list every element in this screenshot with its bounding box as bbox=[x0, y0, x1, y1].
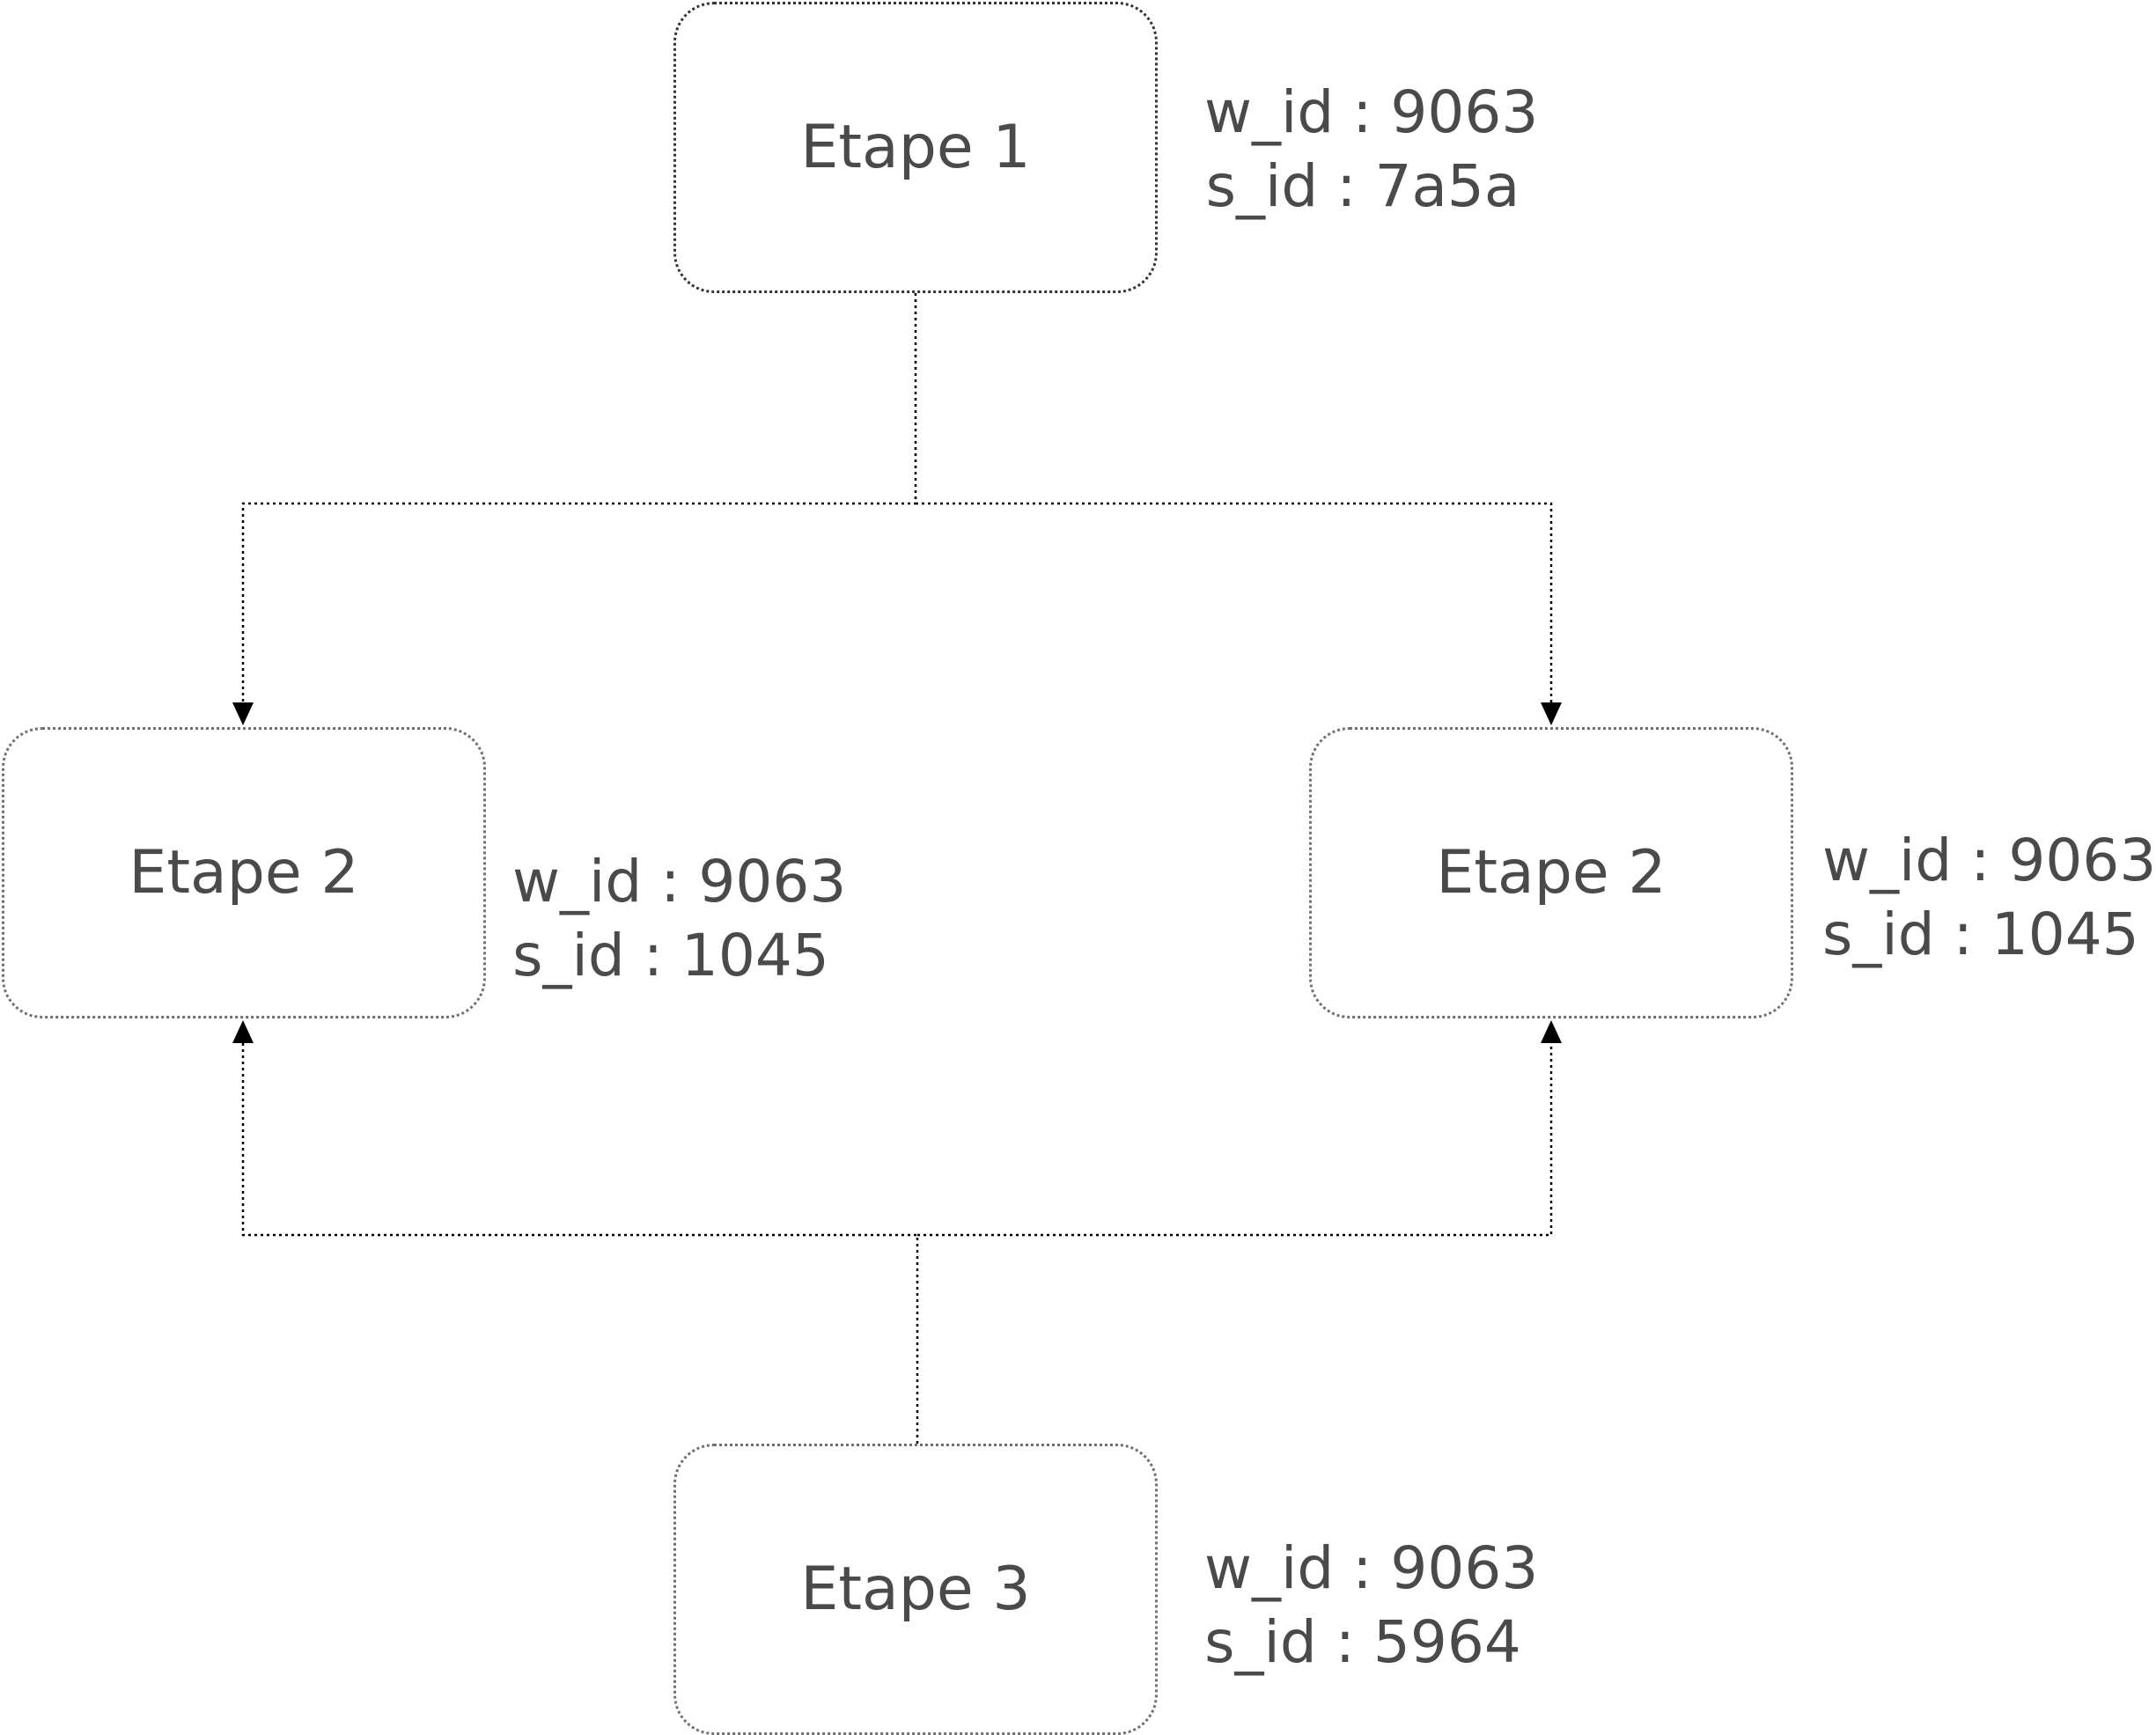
edge-step1-to-step2-right bbox=[916, 502, 1553, 722]
arrowhead-step2-right-top bbox=[1541, 702, 1562, 725]
node-step2-left-label: Etape 2 bbox=[129, 838, 359, 908]
node-step2-right-s-id: s_id : 1045 bbox=[1822, 901, 2139, 968]
arrowhead-step2-left-bottom bbox=[232, 1020, 254, 1043]
node-step2-left[interactable]: Etape 2 bbox=[2, 727, 486, 1018]
node-step3-w-id: w_id : 9063 bbox=[1204, 1534, 1539, 1602]
node-step3-meta: w_id : 9063 s_id : 5964 bbox=[1204, 1532, 1539, 1680]
arrowhead-step2-right-bottom bbox=[1541, 1020, 1562, 1043]
node-step2-left-meta: w_id : 9063 s_id : 1045 bbox=[512, 845, 847, 993]
node-step3-s-id: s_id : 5964 bbox=[1204, 1608, 1521, 1676]
edge-step1-to-step2-left bbox=[241, 293, 917, 722]
edge-step3-to-step2-left bbox=[241, 1024, 919, 1444]
node-step3-label: Etape 3 bbox=[800, 1555, 1031, 1624]
node-step2-right-meta: w_id : 9063 s_id : 1045 bbox=[1822, 824, 2156, 972]
node-step1-meta: w_id : 9063 s_id : 7a5a bbox=[1204, 76, 1539, 224]
node-step2-left-s-id: s_id : 1045 bbox=[512, 922, 829, 989]
node-step1-s-id: s_id : 7a5a bbox=[1205, 152, 1520, 220]
node-step2-right-label: Etape 2 bbox=[1436, 838, 1667, 908]
node-step1-label: Etape 1 bbox=[800, 113, 1031, 182]
node-step1[interactable]: Etape 1 bbox=[673, 2, 1158, 293]
node-step1-w-id: w_id : 9063 bbox=[1204, 78, 1539, 146]
arrowhead-step2-left-top bbox=[232, 702, 254, 725]
node-step2-right[interactable]: Etape 2 bbox=[1309, 727, 1793, 1018]
node-step3[interactable]: Etape 3 bbox=[673, 1444, 1158, 1735]
node-step2-left-w-id: w_id : 9063 bbox=[512, 848, 847, 915]
edge-step3-to-step2-right bbox=[917, 1024, 1553, 1237]
node-step2-right-w-id: w_id : 9063 bbox=[1822, 827, 2156, 894]
